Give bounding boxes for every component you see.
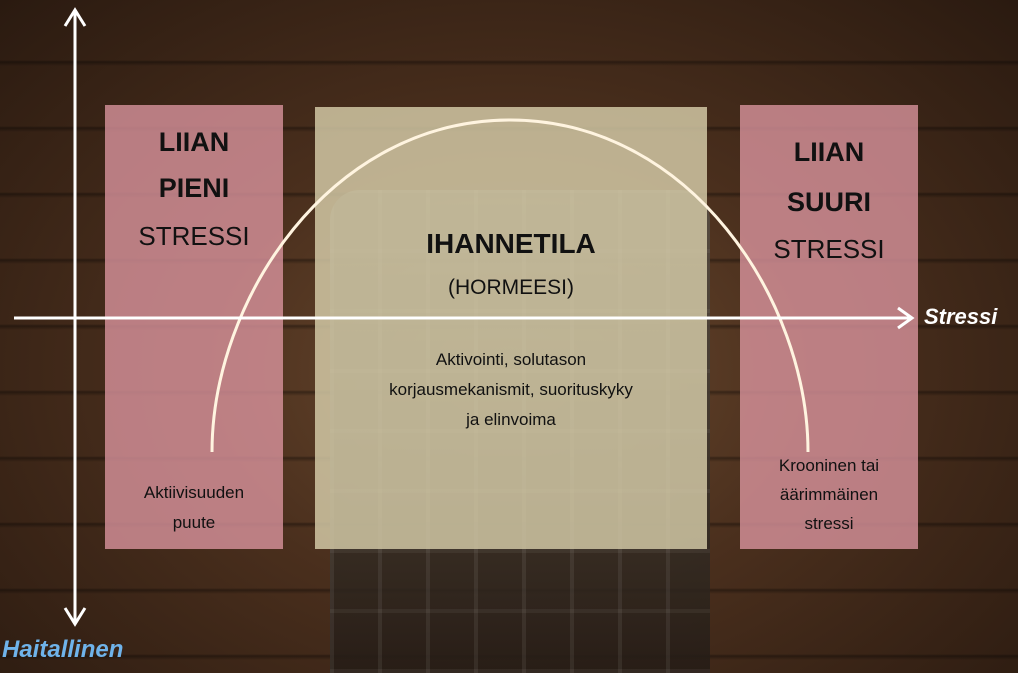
y-axis-negative-label: Haitallinen	[2, 636, 124, 663]
zone-too-little-stress: LIIAN PIENI STRESSI Aktiivisuuden puute	[105, 105, 283, 549]
right-zone-note-line1: Krooninen tai	[778, 456, 880, 475]
right-zone-title-line2: SUURI	[786, 187, 871, 217]
x-axis-arrow-icon	[897, 306, 915, 330]
y-axis-down-arrow-icon	[63, 607, 87, 627]
middle-zone-subtitle: (HORMEESI)	[448, 276, 574, 299]
x-axis-label: Stressi	[924, 304, 998, 329]
middle-zone-desc-line1: Aktivointi, solutason	[435, 350, 587, 369]
y-axis-up-arrow-icon	[63, 7, 87, 27]
right-zone-note-line2: äärimmäinen	[779, 485, 879, 504]
middle-zone-desc-line3: ja elinvoima	[466, 410, 556, 429]
left-zone-subtitle: STRESSI	[138, 221, 250, 251]
hormesis-curve	[210, 118, 810, 453]
left-zone-title-line1: LIIAN	[158, 127, 230, 157]
zone-ideal-hormesis: IHANNETILA (HORMEESI) Aktivointi, soluta…	[315, 107, 707, 549]
left-zone-note-line1: Aktiivisuuden	[143, 483, 245, 502]
left-zone-title-line2: PIENI	[158, 173, 230, 203]
middle-zone-desc-line2: korjausmekanismit, suorituskyky	[389, 380, 633, 399]
right-zone-title-line1: LIIAN	[793, 137, 865, 167]
right-zone-note-line3: stressi	[804, 514, 854, 533]
middle-zone-title: IHANNETILA	[426, 228, 596, 259]
left-zone-note-line2: puute	[172, 513, 216, 532]
right-zone-subtitle: STRESSI	[773, 234, 885, 264]
zone-too-much-stress: LIIAN SUURI STRESSI Krooninen tai äärimm…	[740, 105, 918, 549]
